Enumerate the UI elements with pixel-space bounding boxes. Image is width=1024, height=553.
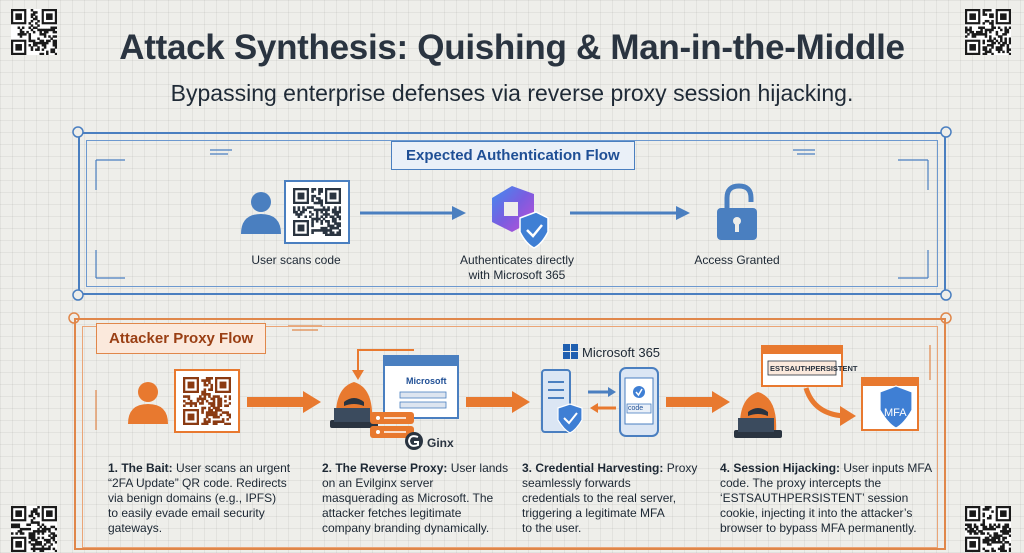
expected-step-3-caption: Access Granted: [694, 253, 780, 267]
step-3-line-2: seamlessly forwards: [522, 476, 631, 490]
step-4-line-5: browser to bypass MFA permanently.: [720, 521, 917, 535]
step-3-line-4: triggering a legitimate MFA: [522, 506, 665, 520]
cookie-label: ESTSAUTHPERSISTENT: [770, 364, 858, 373]
fake-microsoft-brand-label: Microsoft: [406, 376, 447, 386]
step-3-line-3: credentials to the real server,: [522, 491, 677, 505]
expected-step-2-caption-line1: Authenticates directly: [459, 253, 575, 267]
step-2-line-2: on an Evilginx server: [322, 476, 434, 490]
qr-code-icon: [284, 180, 350, 244]
step-4-line-4: cookie, injecting it into the attacker’s: [720, 506, 913, 520]
qr-code-bottom-left-icon: [11, 506, 57, 552]
expected-flow-label: Expected Authentication Flow: [391, 141, 635, 170]
step-3-description: 3. Credential Harvesting: Proxy seamless…: [522, 461, 712, 536]
step-4-title: 4. Session Hijacking:: [720, 461, 841, 475]
step-1-line-2: “2FA Update” QR code. Redirects: [108, 476, 287, 490]
step-2-description: 2. The Reverse Proxy: User lands on an E…: [322, 461, 522, 536]
attacker-flow-label: Attacker Proxy Flow: [96, 323, 267, 354]
attacker-flow-panel: [74, 318, 946, 550]
step-1-line-5: gateways.: [108, 521, 163, 535]
step-4-description: 4. Session Hijacking: User inputs MFA co…: [720, 461, 945, 536]
phone-code-label: code: [628, 405, 644, 412]
step-4-line-1: User inputs MFA: [843, 461, 933, 475]
expected-step-1-caption: User scans code: [251, 253, 341, 267]
microsoft-365-icon: [492, 186, 549, 249]
step-4-line-3: ‘ESTSAUTHPERSISTENT’ session: [720, 491, 909, 505]
step-2-title: 2. The Reverse Proxy:: [322, 461, 448, 475]
step-1-title: 1. The Bait:: [108, 461, 173, 475]
step-1-line-1: User scans an urgent: [176, 461, 291, 475]
step-2-line-4: attacker fetches legitimate: [322, 506, 462, 520]
qr-code-top-left-icon: [11, 9, 57, 55]
qr-code-top-right-icon: [965, 9, 1011, 55]
page-title: Attack Synthesis: Quishing & Man-in-the-…: [119, 28, 905, 67]
step-3-title: 3. Credential Harvesting:: [522, 461, 664, 475]
arrow-right-icon: [666, 391, 730, 413]
user-icon: [241, 192, 281, 234]
step-2-line-1: User lands: [450, 461, 509, 475]
expected-flow-panel: [78, 132, 946, 295]
qr-code-bottom-right-icon: [965, 506, 1011, 552]
arrow-right-icon: [247, 391, 321, 413]
page-subtitle: Bypassing enterprise defenses via revers…: [170, 80, 854, 106]
arrow-right-icon: [570, 206, 690, 220]
step-1-line-4: to easily evade email security: [108, 506, 265, 520]
step-2-line-3: masquerading as Microsoft. The: [322, 491, 494, 505]
microsoft-365-label: Microsoft 365: [582, 345, 661, 360]
unlocked-padlock-icon: [717, 183, 757, 240]
step-1-line-3: via benign domains (e.g., IPFS): [108, 491, 277, 505]
step-1-description: 1. The Bait: User scans an urgent “2FA U…: [108, 461, 308, 536]
credential-harvesting-illustration: [541, 367, 659, 437]
session-hijacking-illustration: [734, 345, 919, 438]
step-3-line-1: Proxy: [666, 461, 698, 475]
step-3-line-5: to the user.: [522, 521, 582, 535]
expected-step-2-caption-line2: with Microsoft 365: [468, 268, 566, 282]
malicious-qr-code-icon: [174, 369, 240, 433]
user-icon: [128, 382, 168, 424]
arrow-right-icon: [466, 391, 530, 413]
step-4-line-2: code. The proxy intercepts the: [720, 476, 882, 490]
step-2-line-5: company branding dynamically.: [322, 521, 490, 535]
arrow-right-icon: [360, 206, 466, 220]
attacker-flow-inner-frame: [82, 326, 938, 548]
evilginx-brand-label: Ginx: [427, 436, 454, 450]
mfa-label: MFA: [884, 407, 907, 419]
expected-flow-inner-frame: [86, 140, 938, 287]
microsoft-logo-icon: [563, 344, 578, 359]
evilginx-proxy-illustration: [330, 349, 459, 450]
